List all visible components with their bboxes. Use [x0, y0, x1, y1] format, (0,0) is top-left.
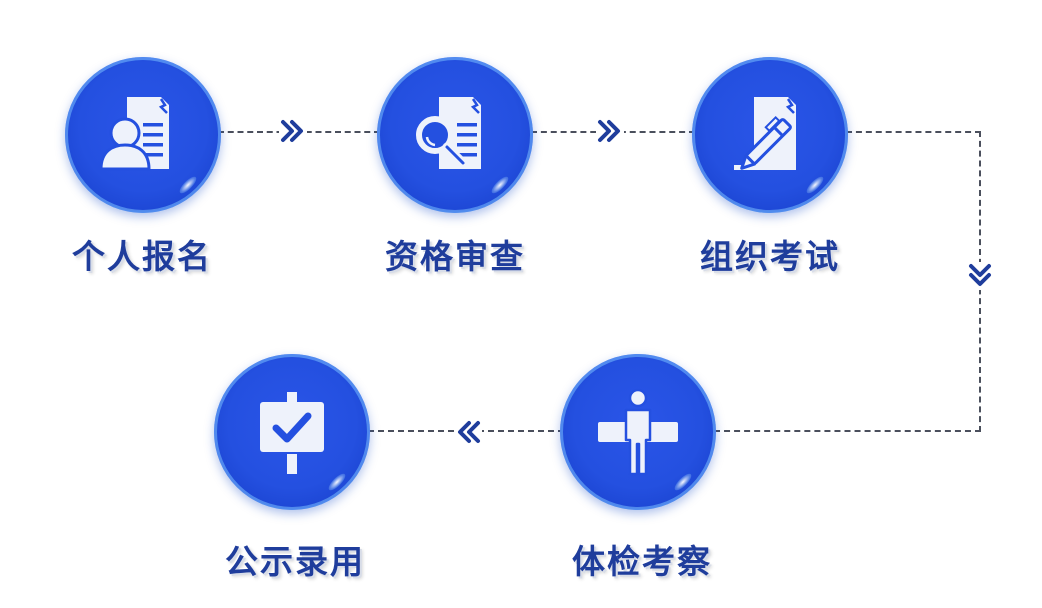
step-2-circle	[377, 57, 533, 213]
step-3-label: 组织考试	[700, 237, 840, 276]
connector-3-4-top	[846, 131, 981, 133]
double-chevron-right-icon	[596, 117, 624, 145]
magnifier-document-icon	[416, 97, 481, 169]
double-chevron-left-icon	[454, 418, 482, 446]
connector-3-4-bottom	[714, 430, 981, 432]
checkmark-signboard-icon	[260, 392, 324, 474]
double-chevron-down-icon	[966, 262, 994, 290]
person-body-check-icon	[598, 388, 678, 476]
step-1-label: 个人报名	[72, 237, 212, 276]
step-3-circle	[692, 57, 848, 213]
step-4-circle	[560, 354, 716, 510]
pen-document-icon	[734, 97, 796, 170]
double-chevron-right-icon	[279, 117, 307, 145]
step-1-circle	[65, 57, 221, 213]
step-2-label: 资格审查	[385, 237, 525, 276]
step-5-label: 公示录用	[225, 542, 365, 581]
step-4-label: 体检考察	[572, 542, 712, 581]
step-5-circle	[214, 354, 370, 510]
person-document-icon	[99, 97, 169, 171]
